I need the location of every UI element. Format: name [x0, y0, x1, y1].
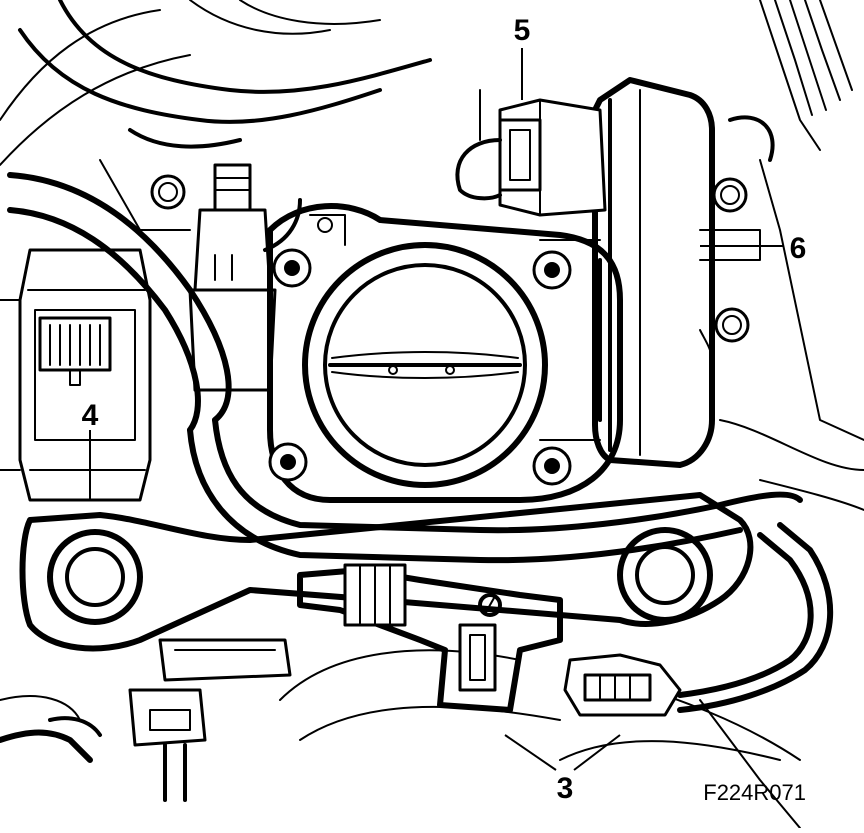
figure-code: F224R071: [703, 780, 806, 805]
throttle-motor-housing: [539, 77, 715, 468]
callout-4: 4: [82, 399, 99, 432]
injector-sensor: [188, 163, 302, 392]
mounting-bracket: [19, 492, 754, 652]
leader-lines: [89, 48, 784, 771]
sensor-item-3: [0, 522, 833, 802]
callout-5: 5: [514, 14, 531, 47]
callout-3: 3: [557, 772, 574, 805]
connector-item-4: [18, 248, 152, 502]
throttle-body: [267, 203, 623, 503]
vacuum-hose: [7, 172, 803, 564]
callout-6: 6: [790, 232, 807, 265]
connector-item-5: [455, 89, 607, 217]
